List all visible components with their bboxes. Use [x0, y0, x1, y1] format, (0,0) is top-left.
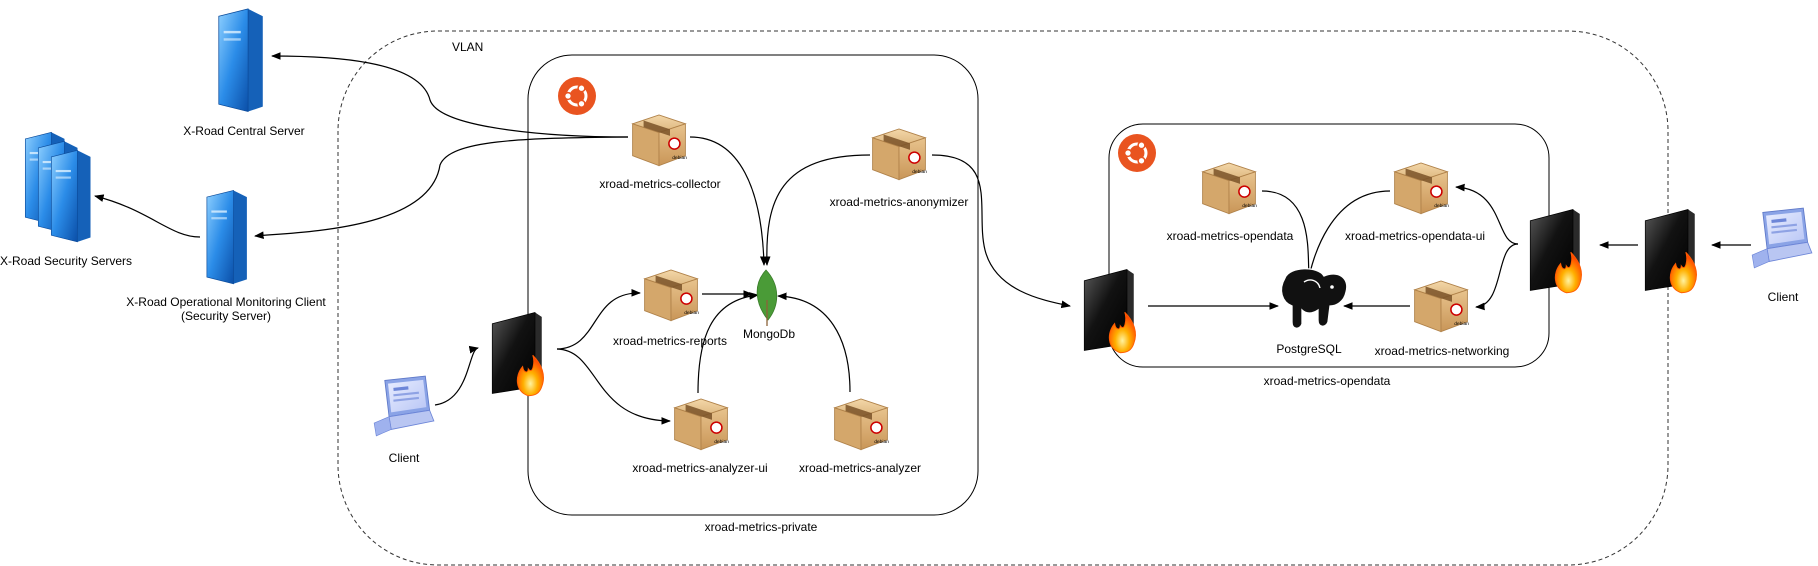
postgresql-label: PostgreSQL [1276, 342, 1342, 356]
client-right-label: Client [1768, 290, 1799, 304]
ubuntu-icon [1117, 133, 1157, 173]
client-right-laptop-icon [1751, 207, 1813, 269]
postgresql-elephant-icon [1280, 268, 1348, 329]
security-servers-server-icon [24, 131, 92, 243]
opendata-ui-package-icon [1393, 162, 1451, 215]
mongodb-leaf-icon [756, 269, 778, 326]
vlan-label: VLAN [452, 40, 483, 54]
analyzer-package-icon [833, 398, 891, 451]
opendata-firewall-icon [1083, 269, 1136, 354]
private-group-box [527, 54, 979, 516]
reports-label: xroad-metrics-reports [613, 334, 727, 348]
opendata-group-box [1108, 123, 1550, 368]
analyzer-ui-package-icon [673, 398, 731, 451]
analyzer-ui-label: xroad-metrics-analyzer-ui [632, 461, 767, 475]
anonymizer-label: xroad-metrics-anonymizer [830, 195, 969, 209]
networking-label: xroad-metrics-networking [1375, 344, 1510, 358]
ubuntu-icon [557, 76, 597, 116]
opendata-package-icon [1201, 162, 1259, 215]
private-firewall-icon [491, 312, 544, 397]
vlan-boundary [337, 30, 1669, 566]
opendata-ui-label: xroad-metrics-opendata-ui [1345, 229, 1485, 243]
collector-package-icon [631, 114, 689, 167]
security-servers-label: X-Road Security Servers [0, 254, 132, 268]
opendata-label: xroad-metrics-opendata [1167, 229, 1294, 243]
om-client-server-icon [206, 189, 248, 285]
opendata-inner-firewall-icon [1529, 209, 1582, 294]
analyzer-label: xroad-metrics-analyzer [799, 461, 921, 475]
reports-package-icon [643, 269, 701, 322]
opendata-group-label: xroad-metrics-opendata [1264, 374, 1391, 388]
anonymizer-package-icon [871, 128, 929, 181]
networking-package-icon [1413, 280, 1471, 333]
client-left-laptop-icon [373, 375, 435, 437]
client-left-label: Client [389, 451, 420, 465]
collector-label: xroad-metrics-collector [599, 177, 720, 191]
central-server-server-icon [218, 8, 264, 113]
edges [94, 52, 1751, 425]
outer-firewall-icon [1644, 209, 1697, 294]
central-server-label: X-Road Central Server [183, 124, 304, 138]
om-client-label-line1: X-Road Operational Monitoring Client [126, 295, 326, 309]
mongodb-label: MongoDb [743, 327, 795, 341]
om-client-label-line2: (Security Server) [181, 309, 271, 323]
private-group-label: xroad-metrics-private [705, 520, 818, 534]
